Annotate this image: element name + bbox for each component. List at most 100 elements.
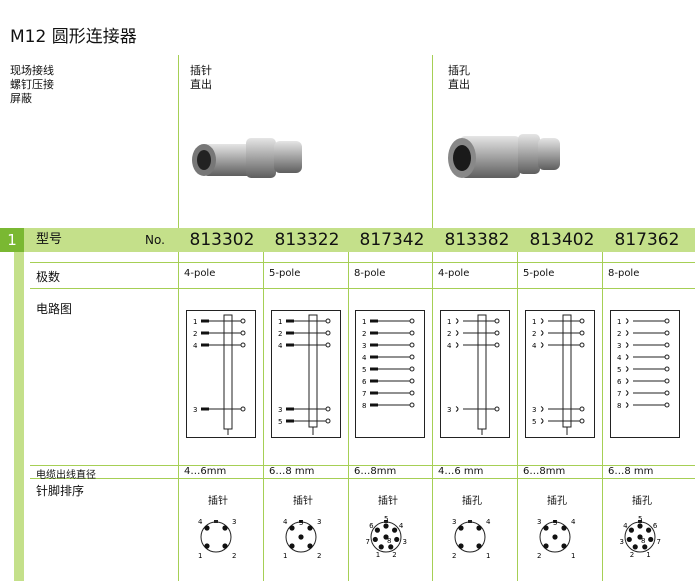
model-row-band (0, 228, 695, 252)
pin-layout-number: 1 (646, 551, 650, 559)
pin-contact (286, 331, 294, 335)
pin-number-label: 2 (617, 330, 621, 338)
terminal-circle (409, 342, 415, 348)
pin-layout-number: 4 (399, 522, 404, 530)
socket-contact (625, 318, 629, 324)
socket-contact (455, 342, 459, 348)
cable-value-3: 6…8mm (354, 466, 397, 477)
pin-number-label: 1 (617, 318, 621, 326)
pin-contact (286, 343, 294, 347)
pin-number-label: 2 (532, 330, 536, 338)
terminal-circle (579, 342, 585, 348)
pin-layout-number: 2 (392, 551, 396, 559)
pin-dot (561, 543, 567, 549)
socket-header-line-1: 插孔 (448, 64, 470, 77)
socket-contact (540, 318, 544, 324)
pin-layout-number: 1 (376, 551, 380, 559)
model-number-3: 817342 (359, 230, 425, 250)
col-divider-2 (263, 252, 264, 581)
pin-layout-number: 3 (452, 518, 456, 526)
pin-layout-number: 5 (638, 515, 642, 523)
socket-contact (540, 406, 544, 412)
terminal-circle (664, 402, 670, 408)
description-line-1: 现场接线 (10, 64, 54, 77)
socket-contact (540, 330, 544, 336)
description-line-3: 屏蔽 (10, 92, 32, 105)
pin-number-label: 8 (362, 402, 366, 410)
row-divider-2 (30, 288, 695, 289)
pin-number-label: 1 (278, 318, 282, 326)
pin-dot (476, 543, 482, 549)
pin-layout-number: 3 (317, 518, 321, 526)
pin-layout-key (299, 520, 303, 523)
header-divider-1 (178, 55, 179, 230)
pin-layout-key (553, 520, 557, 523)
page-title: M12 圆形连接器 (10, 27, 137, 47)
terminal-circle (409, 378, 415, 384)
no-label: No. (145, 233, 165, 247)
terminal-circle (664, 378, 670, 384)
pin-number-label: 4 (617, 354, 622, 362)
model-number-2: 813322 (274, 230, 340, 250)
terminal-circle (494, 330, 500, 336)
pin-dot (632, 544, 638, 550)
pin-dot (204, 543, 210, 549)
poles-value-5: 5-pole (523, 268, 555, 279)
cable-value-5: 6…8mm (523, 466, 566, 477)
pin-layout-number: 2 (630, 551, 634, 559)
connector-description: 现场接线 螺钉压接 屏蔽 (10, 64, 54, 106)
terminal-circle (579, 406, 585, 412)
pin-layout-number: 4 (486, 518, 491, 526)
terminal-circle (409, 330, 415, 336)
shield-bar (223, 314, 233, 430)
pin-number-label: 6 (617, 378, 622, 386)
pin-number-label: 5 (532, 418, 536, 426)
socket-contact (625, 378, 629, 384)
terminal-circle (325, 330, 331, 336)
terminal-circle (664, 318, 670, 324)
pin-contact (370, 391, 378, 395)
section-number: 1 (0, 228, 24, 252)
pin-number-label: 1 (362, 318, 366, 326)
pin-type-4: 插孔 (462, 496, 482, 507)
socket-contact (625, 390, 629, 396)
pin-number-label: 4 (278, 342, 283, 350)
terminal-circle (494, 342, 500, 348)
pin-number-label: 2 (278, 330, 282, 338)
terminal-circle (325, 318, 331, 324)
pin-layout-number: 5 (553, 519, 557, 527)
pin-number-label: 4 (447, 342, 452, 350)
m12-plug-connector-image (192, 138, 302, 178)
pin-number-label: 3 (278, 406, 282, 414)
pin-dot (307, 525, 313, 531)
terminal-circle (579, 418, 585, 424)
pin-type-6: 插孔 (632, 496, 652, 507)
header-divider-2 (432, 55, 433, 230)
col-divider-5 (517, 252, 518, 581)
row-divider-3 (30, 465, 695, 466)
pin-dot (394, 536, 400, 543)
pin-contact (370, 355, 378, 359)
socket-contact (455, 406, 459, 412)
pin-dot (626, 536, 632, 543)
terminal-circle (664, 390, 670, 396)
socket-contact (455, 318, 459, 324)
poles-value-1: 4-pole (184, 268, 216, 279)
pin-layout-key (214, 520, 218, 523)
pin-contact (370, 379, 378, 383)
col-divider-3 (348, 252, 349, 581)
pin-dot (222, 543, 228, 549)
terminal-circle (325, 418, 331, 424)
pin-type-2: 插针 (293, 496, 313, 507)
cable-value-2: 6…8 mm (269, 466, 315, 477)
pin-layout-number: 4 (571, 518, 576, 526)
pin-dot (642, 544, 648, 550)
pin-dot (307, 543, 313, 549)
row-divider-4 (30, 478, 695, 479)
terminal-circle (579, 318, 585, 324)
pin-dot (204, 525, 210, 531)
pin-dot (383, 534, 389, 540)
pin-number-label: 1 (532, 318, 536, 326)
socket-contact (625, 354, 629, 360)
